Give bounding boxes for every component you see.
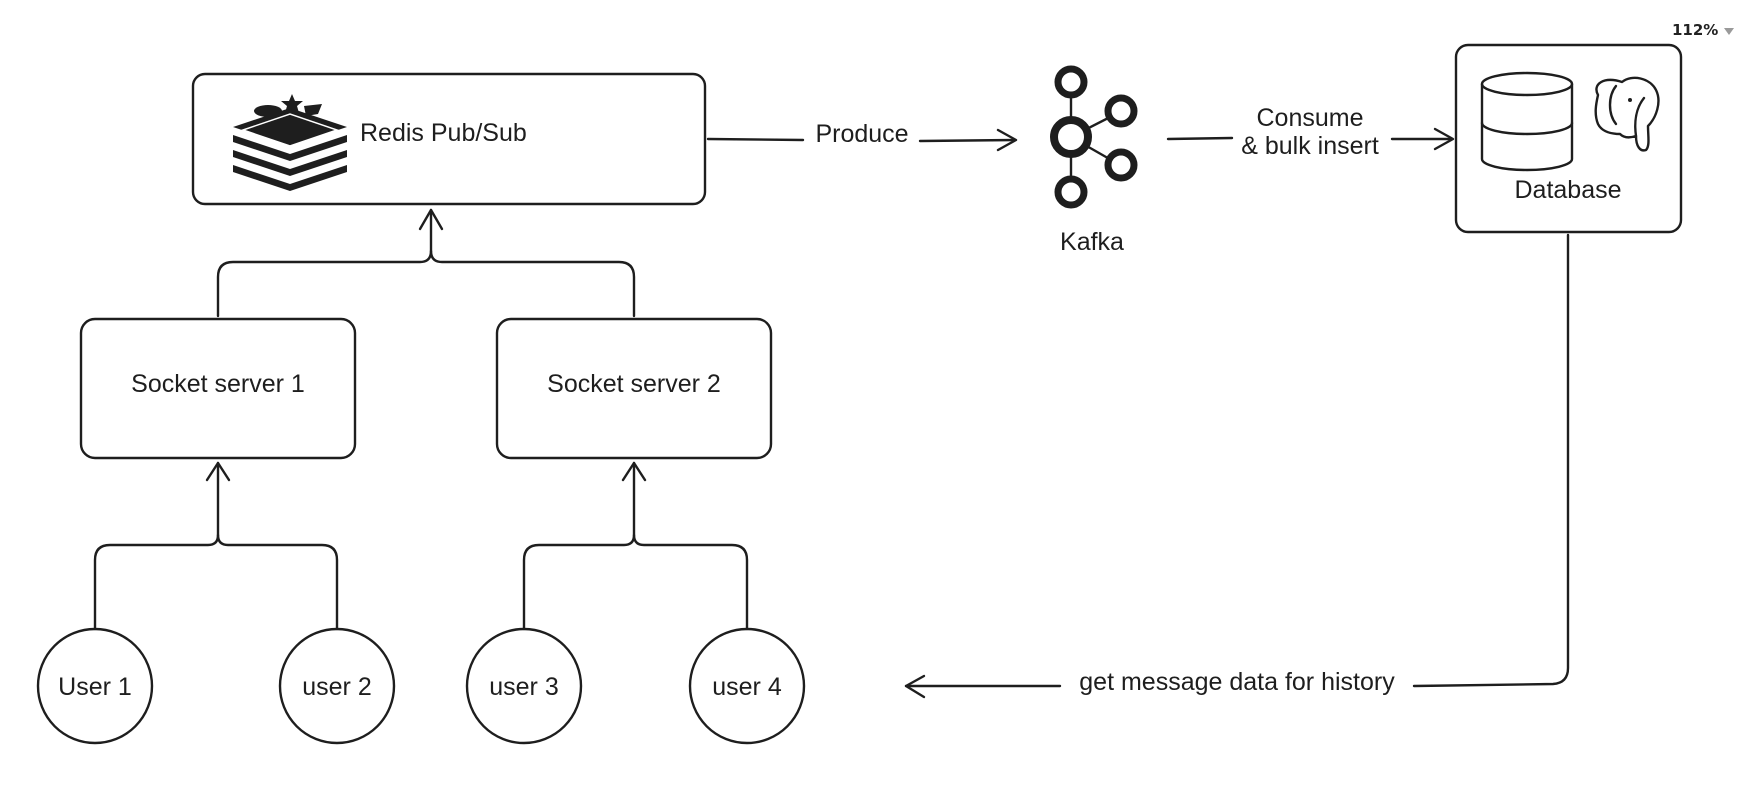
postgresql-elephant-icon [1594, 76, 1660, 152]
user-1-label: User 1 [58, 673, 132, 701]
socket-server-2-box[interactable] [495, 317, 773, 460]
consume-label-line2: & bulk insert [1241, 132, 1379, 160]
socket-server-1-label: Socket server 1 [131, 370, 305, 398]
user-2-label: user 2 [302, 673, 371, 701]
history-arrow[interactable]: get message data for history [904, 233, 1570, 699]
socket-server-2-label: Socket server 2 [547, 370, 721, 398]
connector-sockets-to-redis[interactable] [216, 208, 636, 318]
database-node[interactable]: Database [1454, 43, 1683, 234]
user-4-label: user 4 [712, 673, 782, 701]
database-label: Database [1514, 176, 1621, 204]
socket-server-1[interactable]: Socket server 1 [79, 317, 357, 460]
user-node[interactable]: user 3 [465, 627, 583, 745]
user-node[interactable]: user 4 [688, 627, 806, 745]
database-cylinder-icon [1480, 71, 1574, 172]
redis-node[interactable]: Redis Pub/Sub [191, 72, 707, 206]
produce-label: Produce [815, 120, 908, 148]
connector-users-to-socket-1[interactable] [93, 461, 339, 631]
redis-label: Redis Pub/Sub [360, 119, 527, 147]
user-node[interactable]: user 2 [278, 627, 396, 745]
consume-arrow[interactable]: Consume & bulk insert [1166, 104, 1455, 160]
user-3-label: user 3 [489, 673, 558, 701]
database-box[interactable] [1454, 43, 1683, 234]
connector-users-to-socket-2[interactable] [522, 461, 749, 631]
redis-logo-icon [233, 94, 347, 191]
kafka-node[interactable]: Kafka [1050, 65, 1138, 256]
kafka-label: Kafka [1060, 228, 1124, 256]
chevron-down-icon [1724, 27, 1735, 35]
socket-server-2[interactable]: Socket server 2 [495, 317, 773, 460]
zoom-level-dropdown[interactable]: 112% [1672, 18, 1750, 42]
history-label: get message data for history [1079, 668, 1395, 696]
user-node[interactable]: User 1 [36, 627, 154, 745]
consume-label-line1: Consume [1257, 104, 1364, 132]
kafka-logo-icon [1050, 65, 1138, 209]
socket-server-1-box[interactable] [79, 317, 357, 460]
produce-arrow[interactable]: Produce [706, 120, 1018, 152]
zoom-level-value: 112% [1672, 21, 1719, 39]
